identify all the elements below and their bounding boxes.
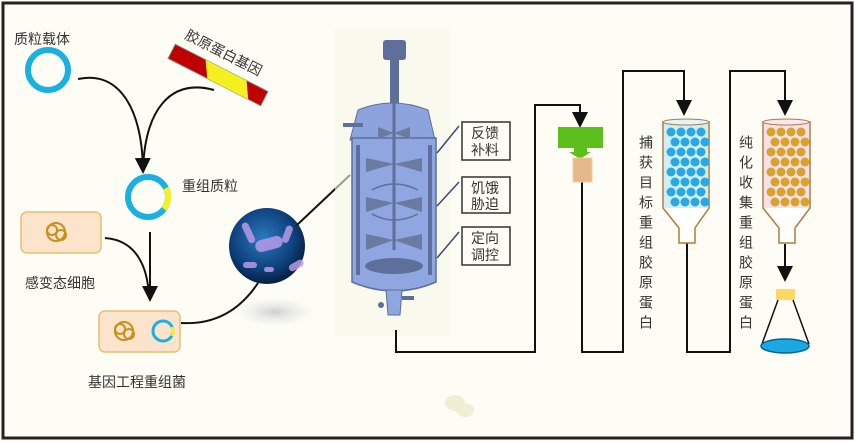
bead	[696, 167, 706, 177]
capture-target-label: 捕获目标重组胶原蛋白	[637, 135, 653, 335]
bead	[770, 157, 780, 167]
bead	[800, 197, 810, 207]
bead	[680, 177, 690, 187]
bead	[700, 197, 710, 207]
bead	[670, 137, 680, 147]
bead	[690, 137, 700, 147]
bead	[776, 167, 786, 177]
directed-control-line2: 调控	[471, 248, 499, 264]
bead	[700, 157, 710, 167]
bead	[680, 157, 690, 167]
label-starvation-stress: 饥饿 胁迫	[436, 176, 511, 214]
bead	[686, 127, 696, 137]
bead	[800, 137, 810, 147]
dna-tangle-icon	[46, 222, 67, 242]
bead	[700, 177, 710, 187]
watermark	[445, 395, 474, 417]
arrow-cell-to-bacteria	[104, 237, 150, 299]
bead	[676, 167, 686, 177]
bead	[676, 187, 686, 197]
competent-cell-icon	[20, 211, 102, 254]
engineered-bacteria-label: 基因工程重组菌	[88, 374, 186, 391]
bead	[670, 157, 680, 167]
label-feedback-feeding: 反馈 补料	[436, 121, 511, 161]
collection-flask-icon	[760, 289, 810, 354]
bead	[796, 187, 806, 197]
bead	[770, 197, 780, 207]
bead	[790, 177, 800, 187]
bead	[796, 147, 806, 157]
bead	[696, 187, 706, 197]
label-directed-control: 定向 调控	[436, 226, 511, 266]
competent-cell-label: 感变态细胞	[25, 275, 95, 292]
capture-column-icon	[662, 118, 710, 244]
bead	[796, 167, 806, 177]
connector-bacteria-to-sphere	[180, 282, 259, 325]
bead	[696, 127, 706, 137]
arrow-gene-to-plasmid	[142, 86, 215, 171]
bead	[776, 187, 786, 197]
bead	[676, 147, 686, 157]
bead	[670, 177, 680, 187]
bead	[786, 187, 796, 197]
bead	[780, 197, 790, 207]
purification-column-icon	[762, 118, 811, 244]
bead	[776, 127, 786, 137]
bead	[770, 137, 780, 147]
bead	[676, 127, 686, 137]
plasmid-vector-icon	[25, 47, 71, 93]
process-pipeline	[395, 70, 793, 353]
bead	[666, 167, 676, 177]
starvation-stress-line2: 胁迫	[471, 197, 499, 213]
bead	[796, 127, 806, 137]
bead	[766, 167, 776, 177]
bead	[786, 167, 796, 177]
recombinant-plasmid-icon	[125, 174, 171, 220]
bead	[690, 197, 700, 207]
bead	[680, 197, 690, 207]
bead	[766, 147, 776, 157]
feedback-feeding-line2: 补料	[471, 143, 499, 159]
bead	[690, 157, 700, 167]
feedback-feeding-line1: 反馈	[471, 126, 499, 142]
engineered-bacteria-icon	[98, 310, 181, 353]
bead	[780, 157, 790, 167]
bead	[686, 187, 696, 197]
bead	[780, 177, 790, 187]
bead	[690, 177, 700, 187]
bead	[766, 127, 776, 137]
fermenter-icon	[335, 28, 450, 336]
bead	[696, 147, 706, 157]
bead	[686, 147, 696, 157]
bead	[800, 157, 810, 167]
bead	[680, 137, 690, 147]
filter-icon	[558, 127, 603, 183]
arrow-vector-to-plasmid	[77, 76, 151, 174]
bead	[766, 187, 776, 197]
bead	[666, 147, 676, 157]
bead	[786, 127, 796, 137]
bead	[800, 177, 810, 187]
bead	[700, 137, 710, 147]
bead	[790, 197, 800, 207]
bead	[776, 147, 786, 157]
plasmid-vector-label: 质粒载体	[14, 32, 70, 48]
bead	[666, 127, 676, 137]
starvation-stress-line1: 饥饿	[471, 181, 499, 197]
bead	[780, 137, 790, 147]
bead	[686, 167, 696, 177]
bead	[790, 137, 800, 147]
recombinant-plasmid-label: 重组质粒	[182, 179, 238, 195]
bead	[670, 197, 680, 207]
purify-collect-label: 纯化收集重组胶原蛋白	[737, 135, 753, 335]
bead	[770, 177, 780, 187]
directed-control-line1: 定向	[471, 231, 499, 247]
collagen-gene-icon	[167, 43, 269, 107]
bead	[666, 187, 676, 197]
bead	[790, 157, 800, 167]
bead	[786, 147, 796, 157]
